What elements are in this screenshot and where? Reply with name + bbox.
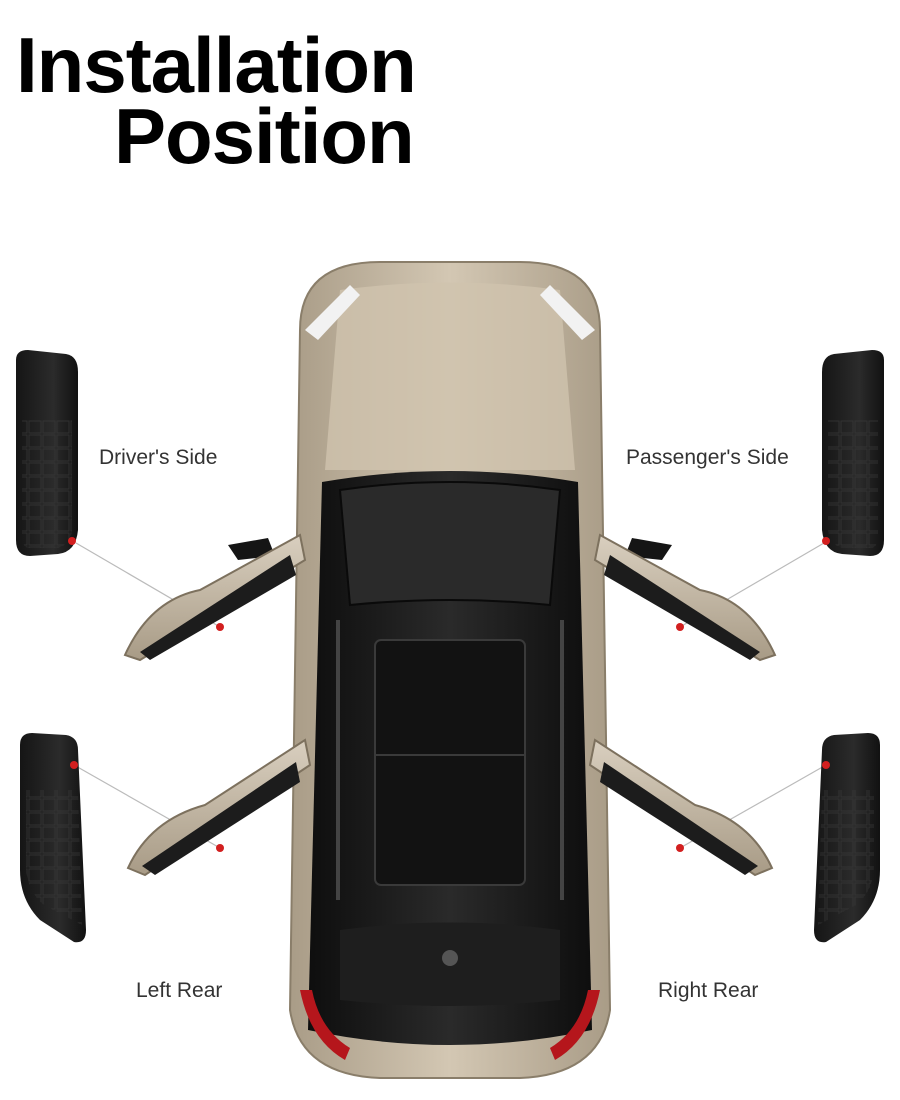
protector-pad-passenger bbox=[822, 350, 884, 556]
title-line-2: Position bbox=[114, 92, 415, 180]
marker-right-rear-door bbox=[676, 844, 684, 852]
label-drivers-side: Driver's Side bbox=[99, 446, 218, 469]
protector-pad-left-rear bbox=[20, 733, 86, 943]
protector-pad-right-rear bbox=[814, 733, 880, 943]
label-right-rear: Right Rear bbox=[658, 979, 759, 1002]
pad-marker-right-rear bbox=[822, 761, 830, 769]
install-markers bbox=[216, 623, 684, 852]
open-door-right-rear bbox=[588, 738, 774, 877]
open-door-driver-front bbox=[123, 533, 307, 662]
open-door-passenger-front bbox=[593, 533, 777, 662]
pad-marker-driver bbox=[68, 537, 76, 545]
pad-marker-passenger bbox=[822, 537, 830, 545]
pad-marker-left-rear bbox=[70, 761, 78, 769]
protector-pad-driver bbox=[16, 350, 78, 556]
marker-passenger-door bbox=[676, 623, 684, 631]
car-body bbox=[228, 261, 672, 1079]
label-passengers-side: Passenger's Side bbox=[626, 446, 789, 469]
marker-driver-door bbox=[216, 623, 224, 631]
label-left-rear: Left Rear bbox=[136, 979, 223, 1002]
open-door-left-rear bbox=[126, 738, 312, 877]
marker-left-rear-door bbox=[216, 844, 224, 852]
title-line-1: Installation bbox=[16, 21, 417, 109]
